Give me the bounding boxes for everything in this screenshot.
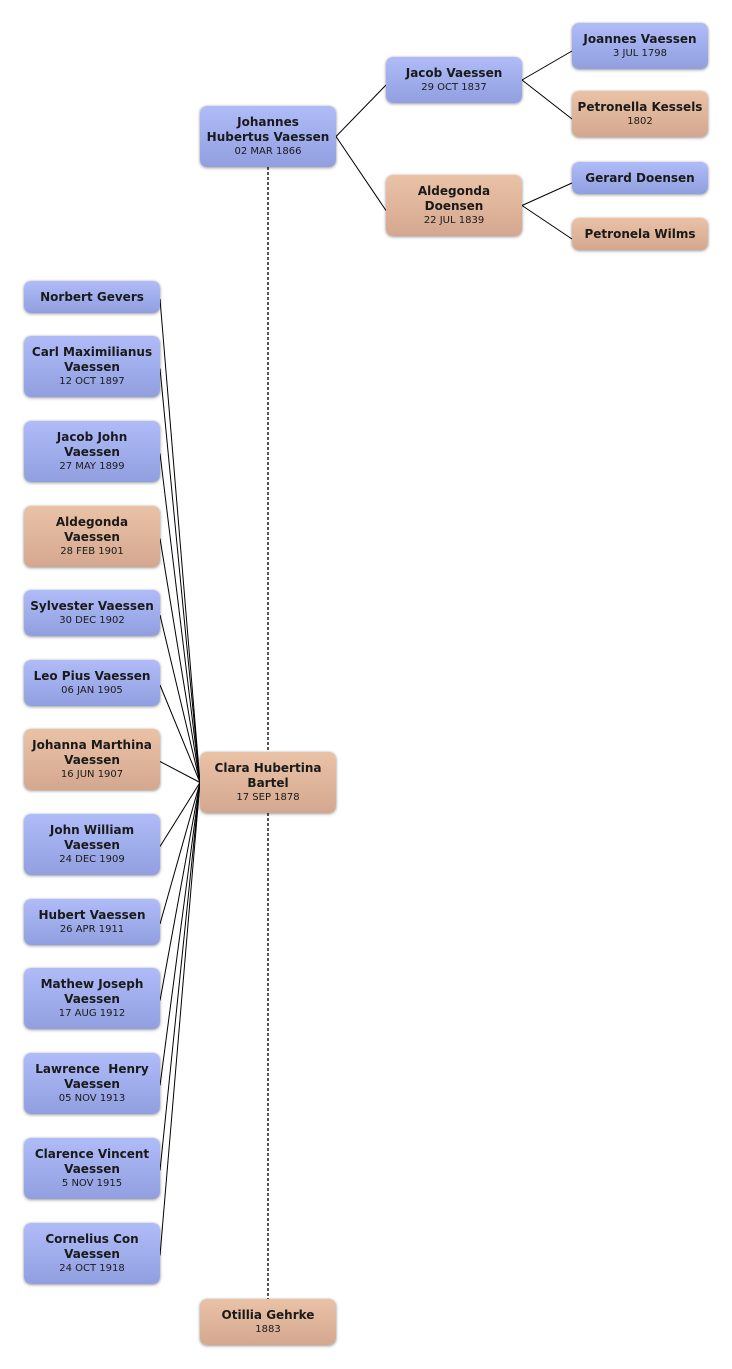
person-node-mathew[interactable]: Mathew Joseph Vaessen 17 AUG 1912 bbox=[24, 968, 160, 1029]
person-node-petronela-wilms[interactable]: Petronela Wilms bbox=[572, 218, 708, 250]
person-name: Petronella Kessels bbox=[577, 100, 703, 114]
child-line bbox=[159, 782, 201, 1256]
person-node-cornelius[interactable]: Cornelius Con Vaessen 24 OCT 1918 bbox=[24, 1223, 160, 1284]
person-name: Leo Pius Vaessen bbox=[33, 669, 151, 683]
person-name: Clara Hubertina Bartel bbox=[214, 761, 326, 790]
person-name: Aldegonda Doensen bbox=[417, 184, 495, 213]
person-date: 24 OCT 1918 bbox=[59, 1263, 125, 1274]
person-node-otillia[interactable]: Otillia Gehrke 1883 bbox=[200, 1299, 336, 1345]
ancestor-line bbox=[335, 84, 387, 137]
person-date: 02 MAR 1866 bbox=[234, 146, 302, 157]
person-node-clarence[interactable]: Clarence Vincent Vaessen 5 NOV 1915 bbox=[24, 1138, 160, 1199]
person-node-johanna[interactable]: Johanna Marthina Vaessen 16 JUN 1907 bbox=[24, 729, 160, 790]
ancestor-line bbox=[335, 136, 387, 211]
person-name: Carl Maximilianus Vaessen bbox=[31, 345, 157, 374]
child-line bbox=[159, 368, 201, 783]
person-node-joannes[interactable]: Joannes Vaessen 3 JUL 1798 bbox=[572, 23, 708, 69]
child-line bbox=[159, 782, 201, 847]
person-name: Petronela Wilms bbox=[584, 226, 696, 241]
person-node-jacob[interactable]: Jacob Vaessen 29 OCT 1837 bbox=[386, 57, 522, 103]
person-date: 05 NOV 1913 bbox=[58, 1093, 126, 1104]
person-date: 26 APR 1911 bbox=[59, 924, 125, 935]
person-name: Otillia Gehrke bbox=[221, 1308, 315, 1322]
person-date: 29 OCT 1837 bbox=[421, 82, 487, 93]
person-name: Clarence Vincent Vaessen bbox=[34, 1147, 154, 1176]
person-node-lawrence[interactable]: Lawrence Henry Vaessen 05 NOV 1913 bbox=[24, 1053, 160, 1114]
person-name: Lawrence Henry Vaessen bbox=[35, 1062, 153, 1091]
child-line bbox=[159, 782, 201, 1171]
person-node-carl[interactable]: Carl Maximilianus Vaessen 12 OCT 1897 bbox=[24, 336, 160, 397]
person-name: Joannes Vaessen bbox=[583, 32, 697, 46]
person-name: Jacob Vaessen bbox=[405, 66, 503, 80]
person-date: 06 JAN 1905 bbox=[61, 685, 123, 696]
person-node-jacob-john[interactable]: Jacob John Vaessen 27 MAY 1899 bbox=[24, 421, 160, 482]
ancestor-line bbox=[521, 50, 573, 81]
person-date: 28 FEB 1901 bbox=[60, 546, 124, 557]
person-node-leo[interactable]: Leo Pius Vaessen 06 JAN 1905 bbox=[24, 660, 160, 706]
person-date: 3 JUL 1798 bbox=[612, 48, 667, 59]
person-date: 27 MAY 1899 bbox=[59, 461, 125, 472]
person-date: 24 DEC 1909 bbox=[59, 854, 125, 865]
ancestor-line bbox=[521, 182, 573, 206]
person-date: 1802 bbox=[627, 116, 653, 127]
person-node-sylvester[interactable]: Sylvester Vaessen 30 DEC 1902 bbox=[24, 590, 160, 636]
person-name: Johannes Hubertus Vaessen bbox=[206, 115, 330, 144]
person-node-hubert[interactable]: Hubert Vaessen 26 APR 1911 bbox=[24, 899, 160, 945]
child-line bbox=[159, 782, 201, 1086]
person-name: Norbert Gevers bbox=[40, 289, 144, 304]
person-date: 5 NOV 1915 bbox=[61, 1178, 123, 1189]
person-name: Jacob John Vaessen bbox=[56, 430, 132, 459]
person-date: 16 JUN 1907 bbox=[60, 769, 124, 780]
child-line bbox=[159, 761, 201, 783]
child-line bbox=[159, 453, 201, 783]
person-node-norbert[interactable]: Norbert Gevers bbox=[24, 281, 160, 313]
person-date: 30 DEC 1902 bbox=[59, 615, 125, 626]
person-node-clara[interactable]: Clara Hubertina Bartel 17 SEP 1878 bbox=[200, 752, 336, 813]
person-date: 1883 bbox=[255, 1324, 281, 1335]
person-name: Sylvester Vaessen bbox=[30, 599, 154, 613]
person-name: Mathew Joseph Vaessen bbox=[40, 977, 148, 1006]
person-node-john-william[interactable]: John William Vaessen 24 DEC 1909 bbox=[24, 814, 160, 875]
person-date: 12 OCT 1897 bbox=[59, 376, 125, 387]
child-line bbox=[159, 782, 201, 1001]
person-name: Aldegonda Vaessen bbox=[55, 515, 133, 544]
child-line bbox=[159, 684, 201, 783]
person-node-petronella-kessels[interactable]: Petronella Kessels 1802 bbox=[572, 91, 708, 137]
ancestor-line bbox=[521, 205, 573, 240]
person-node-aldegonda-v[interactable]: Aldegonda Vaessen 28 FEB 1901 bbox=[24, 506, 160, 567]
person-date: 22 JUL 1839 bbox=[423, 215, 485, 226]
person-name: Cornelius Con Vaessen bbox=[45, 1232, 143, 1261]
person-date: 17 AUG 1912 bbox=[58, 1008, 126, 1019]
person-name: John William Vaessen bbox=[49, 823, 139, 852]
person-node-gerard-doensen[interactable]: Gerard Doensen bbox=[572, 162, 708, 194]
ancestor-line bbox=[521, 79, 573, 120]
person-name: Hubert Vaessen bbox=[38, 908, 146, 922]
person-name: Gerard Doensen bbox=[585, 170, 695, 185]
child-line bbox=[159, 614, 201, 783]
person-node-johannes-hubertus[interactable]: Johannes Hubertus Vaessen 02 MAR 1866 bbox=[200, 106, 336, 167]
person-node-aldegonda-doensen[interactable]: Aldegonda Doensen 22 JUL 1839 bbox=[386, 175, 522, 236]
person-date: 17 SEP 1878 bbox=[236, 792, 300, 803]
child-line bbox=[159, 538, 201, 783]
person-name: Johanna Marthina Vaessen bbox=[32, 738, 157, 767]
child-line bbox=[159, 298, 201, 783]
child-line bbox=[159, 782, 201, 925]
